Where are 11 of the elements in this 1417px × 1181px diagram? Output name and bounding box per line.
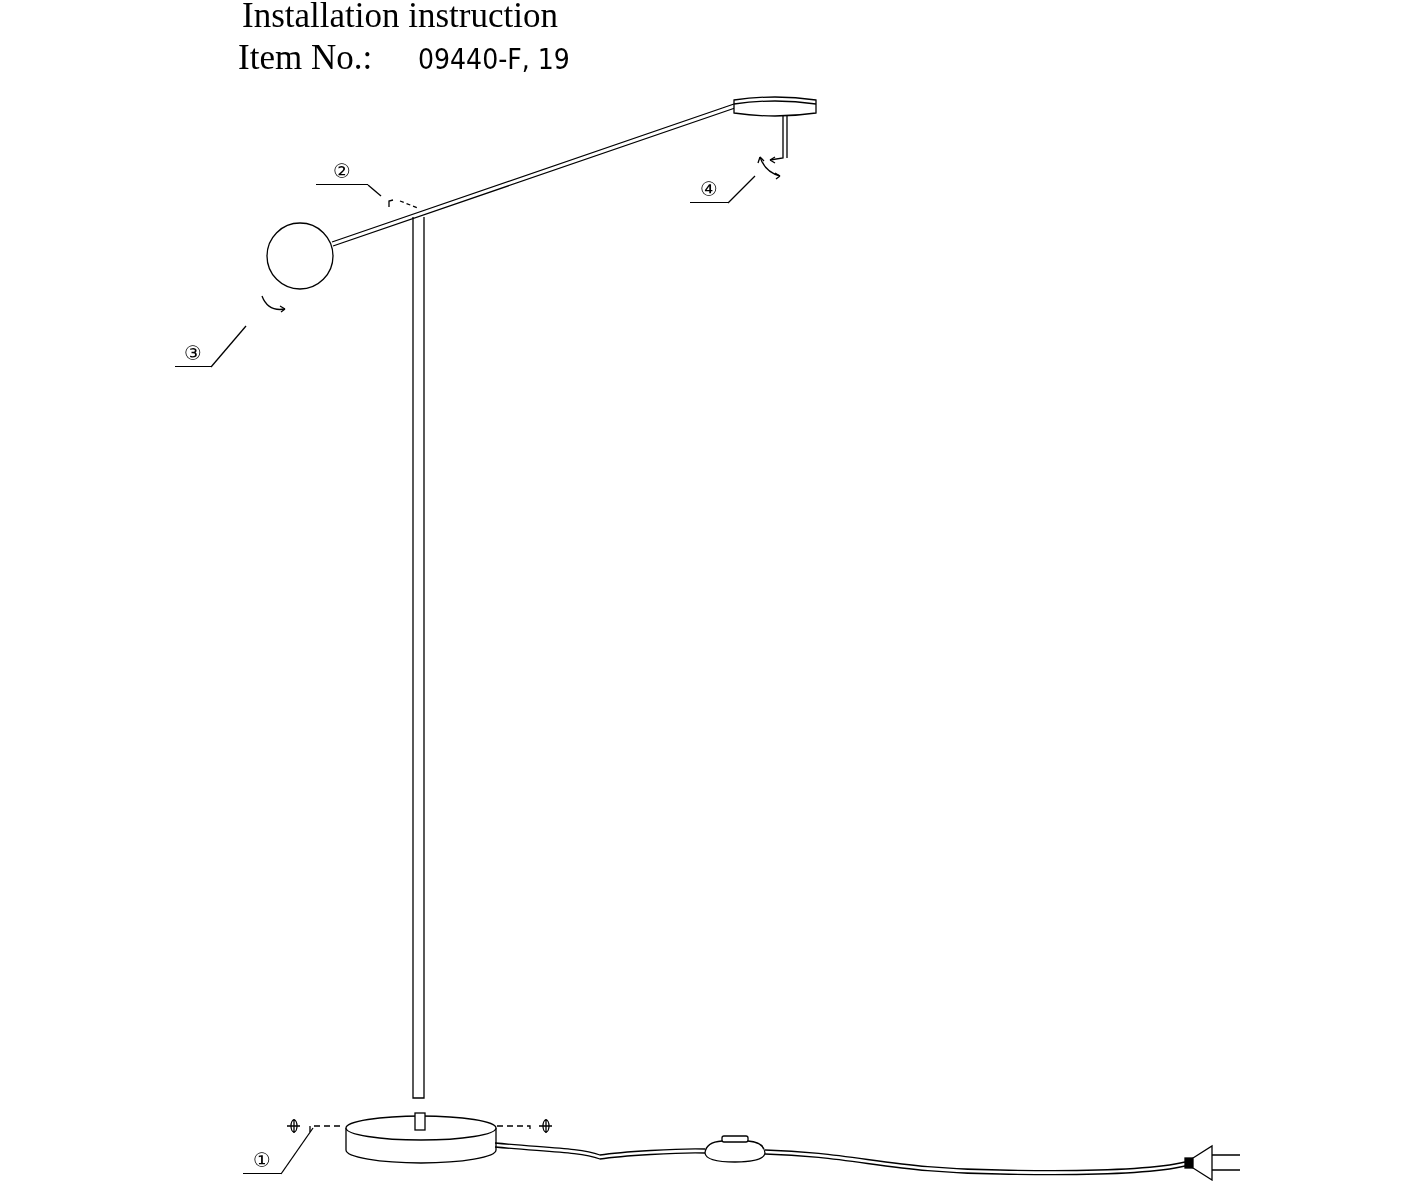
callout-number: ③ (175, 342, 211, 367)
item-number-label: Item No.: (238, 38, 373, 78)
title: Installation instruction (242, 0, 558, 36)
callout-number: ① (243, 1149, 281, 1174)
leader-line (367, 184, 382, 197)
leader-line (210, 325, 247, 368)
leader-line (727, 175, 756, 204)
item-number: 09440-F, 19 (418, 42, 570, 78)
callout-number: ② (316, 160, 368, 185)
callout-number: ④ (690, 178, 728, 203)
leader-line (280, 1127, 314, 1175)
